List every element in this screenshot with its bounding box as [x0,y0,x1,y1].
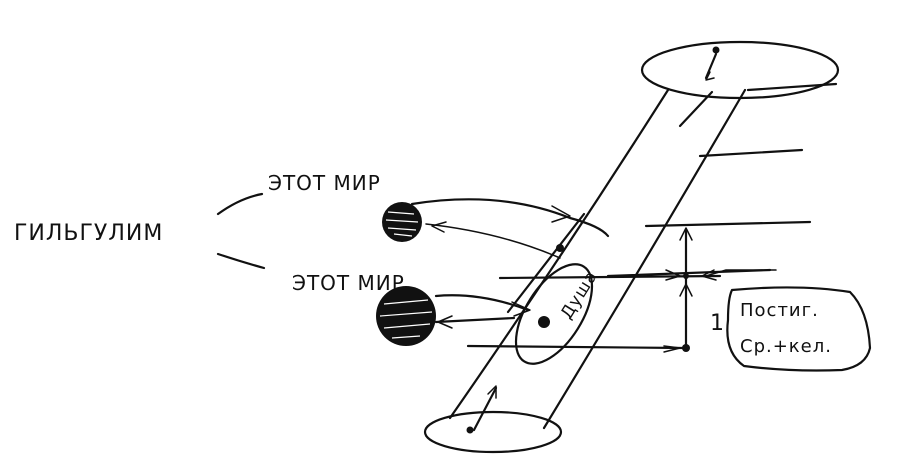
bottom-ellipse [423,410,563,454]
soul-label: Душа [557,267,602,323]
soul-ellipse [514,244,594,365]
branch-top [216,192,264,216]
this-world-label-bottom: ЭТОТ МИР [292,271,405,295]
branch-bottom [216,252,266,270]
level-line-5 [606,268,772,278]
gilgulim-label: ГИЛЬГУЛИМ [14,221,163,246]
tube-right-edge [542,88,747,430]
this-world-label-top: ЭТОТ МИР [268,171,381,195]
world-circle-bottom [376,286,436,346]
level-line-6 [466,344,686,350]
note-frame [726,286,872,372]
note-line-1: Постиг. [740,300,819,321]
top-ellipse [640,40,840,100]
tube-left-edge [448,88,670,420]
world-circle-top [382,202,422,242]
level-line-3 [644,220,812,228]
level-number: 1 [710,311,725,336]
level-line-1 [746,82,838,92]
note-line-2: Ср.+кел. [740,336,832,357]
level-line-2 [698,148,804,158]
